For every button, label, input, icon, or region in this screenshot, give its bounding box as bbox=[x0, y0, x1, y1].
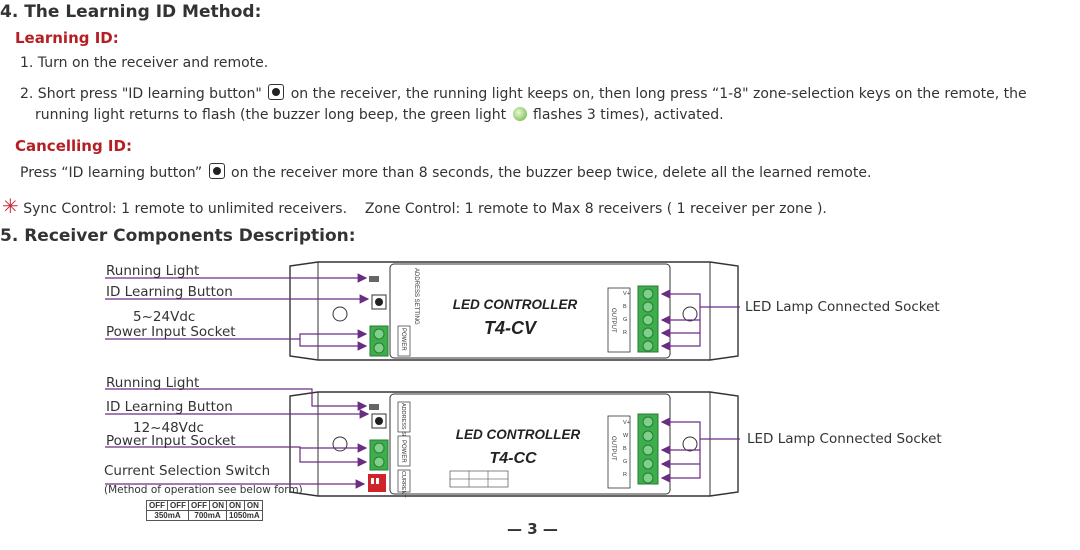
section-4-title: 4. The Learning ID Method: bbox=[0, 2, 262, 22]
cc-id-button-label: ID Learning Button bbox=[106, 399, 233, 415]
switch-cell: OFF bbox=[146, 500, 168, 511]
step-2-text-a: 2. Short press "ID learning button" bbox=[20, 86, 262, 102]
cv-power-socket-label: Power Input Socket bbox=[106, 324, 236, 340]
current-cell: 1050mA bbox=[226, 510, 263, 521]
switch-row: OFF OFF OFF ON ON ON bbox=[146, 500, 263, 511]
pin-label: G bbox=[623, 459, 627, 465]
power-label: POWER bbox=[400, 440, 406, 463]
cancel-line: Press “ID learning button” on the receiv… bbox=[20, 163, 871, 181]
brand-label: LED CONTROLLER bbox=[456, 427, 581, 442]
step-2-line-2: running light returns to flash (the buzz… bbox=[35, 107, 724, 123]
output-label: OUTPUT bbox=[610, 308, 616, 333]
note-text: Sync Control: 1 remote to unlimited rece… bbox=[23, 201, 827, 217]
running-light-indicator bbox=[369, 404, 379, 410]
receiver-diagram: ADDRESS SETTING POWER LED CONTROLLER T4-… bbox=[105, 261, 740, 499]
step-2-text-b: on the receiver, the running light keeps… bbox=[290, 86, 1027, 102]
address-setting-label: ADDRESS SETTING bbox=[413, 268, 419, 325]
cc-running-light-label: Running Light bbox=[106, 375, 200, 391]
output-pin-labels: V+ B G R bbox=[623, 291, 630, 336]
switch-cell: ON bbox=[209, 500, 227, 511]
current-cell: 700mA bbox=[188, 510, 227, 521]
id-button-icon bbox=[268, 84, 285, 100]
cc-led-socket-label: LED Lamp Connected Socket bbox=[747, 431, 942, 447]
power-socket bbox=[369, 439, 389, 471]
cancel-text-b: on the receiver more than 8 seconds, the… bbox=[231, 165, 872, 181]
cancel-text-a: Press “ID learning button” bbox=[20, 165, 203, 181]
led-output-socket bbox=[637, 285, 659, 353]
current-cell: 350mA bbox=[146, 510, 189, 521]
pin-label: V+ bbox=[623, 291, 630, 297]
step-2-line-1: 2. Short press "ID learning button" on t… bbox=[20, 84, 1027, 102]
switch-cell: ON bbox=[243, 500, 263, 511]
step-2-text-d: flashes 3 times), activated. bbox=[533, 107, 724, 123]
cv-led-socket-label: LED Lamp Connected Socket bbox=[745, 299, 940, 315]
t4-cc-device: ADDRESS SETTING POWER CURRENT LED CONTRO… bbox=[105, 388, 740, 499]
running-light-indicator bbox=[369, 276, 379, 282]
model-label: T4-CC bbox=[489, 450, 537, 467]
output-label: OUTPUT bbox=[610, 436, 616, 461]
cc-voltage-label: 12~48Vdc bbox=[133, 420, 204, 436]
step-2-text-c: running light returns to flash (the buzz… bbox=[35, 107, 507, 123]
id-button-icon bbox=[208, 163, 225, 179]
cancelling-id-heading: Cancelling ID: bbox=[15, 137, 132, 155]
pin-label: R bbox=[623, 330, 627, 336]
pin-label: B bbox=[623, 446, 627, 452]
pin-label: W bbox=[623, 433, 629, 439]
cv-running-light-label: Running Light bbox=[106, 263, 200, 279]
t4-cv-device: ADDRESS SETTING POWER LED CONTROLLER T4-… bbox=[105, 261, 740, 361]
switch-cell: OFF bbox=[167, 500, 189, 511]
learning-id-heading: Learning ID: bbox=[15, 29, 119, 47]
page-number: — 3 — bbox=[507, 520, 558, 538]
cc-method-note: (Method of operation see below form) bbox=[104, 484, 303, 496]
switch-cell: OFF bbox=[188, 500, 210, 511]
cc-current-switch-label: Current Selection Switch bbox=[104, 463, 271, 479]
green-light-icon bbox=[512, 107, 527, 121]
address-setting-label: ADDRESS SETTING bbox=[400, 403, 406, 455]
brand-label: LED CONTROLLER bbox=[453, 297, 578, 312]
power-label: POWER bbox=[400, 328, 406, 351]
power-socket bbox=[369, 325, 389, 357]
cc-power-socket-label: Power Input Socket bbox=[106, 433, 236, 449]
cv-voltage-label: 5~24Vdc bbox=[133, 309, 196, 325]
pin-label: V+ bbox=[623, 420, 630, 426]
current-selection-table: OFF OFF OFF ON ON ON 350mA 700mA 1050mA bbox=[146, 500, 263, 521]
current-label: CURRENT bbox=[400, 471, 406, 499]
pin-label: R bbox=[623, 472, 627, 478]
pin-label: G bbox=[623, 317, 627, 323]
led-output-socket bbox=[637, 413, 659, 485]
device-current-table bbox=[449, 470, 509, 488]
model-label: T4-CV bbox=[484, 318, 538, 338]
output-pin-labels: V+ W B G R bbox=[623, 420, 630, 478]
section-5-title: 5. Receiver Components Description: bbox=[0, 226, 356, 246]
current-row: 350mA 700mA 1050mA bbox=[146, 510, 263, 521]
asterisk-icon: ✳ bbox=[2, 194, 19, 218]
cv-id-button-label: ID Learning Button bbox=[106, 284, 233, 300]
note-line: ✳ Sync Control: 1 remote to unlimited re… bbox=[2, 194, 827, 218]
switch-cell: ON bbox=[226, 500, 245, 511]
pin-label: B bbox=[623, 304, 627, 310]
step-1: 1. Turn on the receiver and remote. bbox=[20, 55, 269, 71]
